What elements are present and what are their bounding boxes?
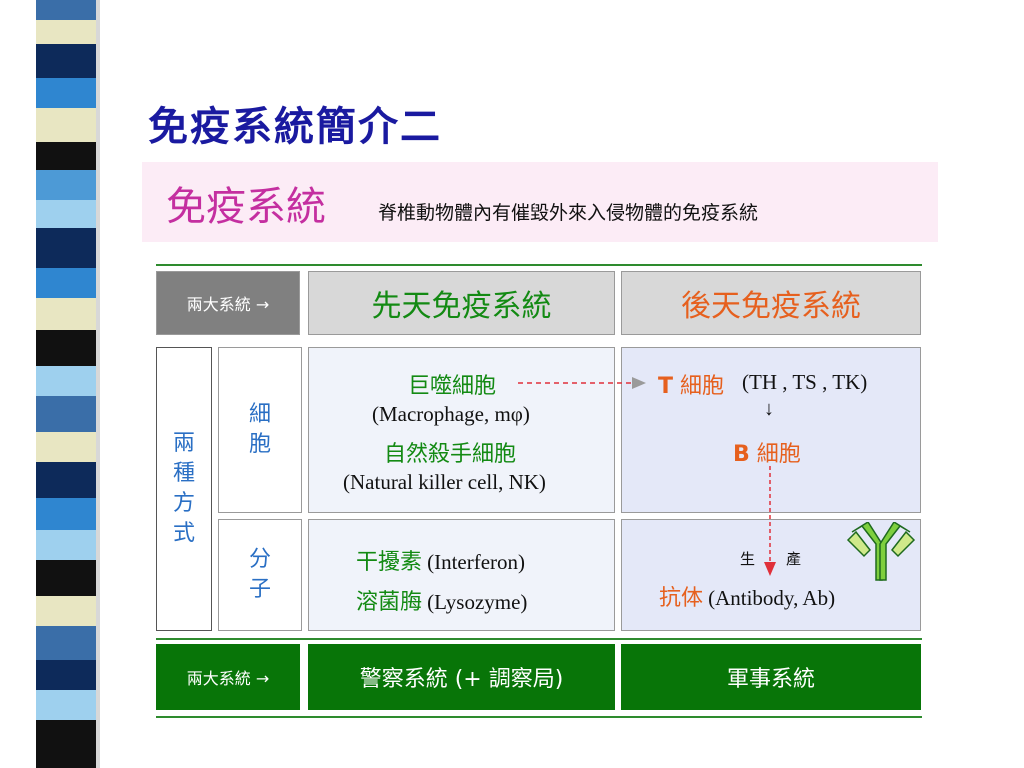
t-cell-label: 細胞	[680, 374, 725, 399]
produce-label-1: 生	[740, 550, 756, 568]
slide-title: 免疫系統簡介二	[148, 103, 442, 150]
molecule-label-char: 分	[248, 547, 271, 572]
b-cell-line: B 細胞	[733, 436, 801, 468]
b-cell-label: 細胞	[756, 442, 801, 467]
acquired-cells-cell	[621, 347, 921, 513]
cell-row-label: 細 胞	[218, 347, 302, 513]
divider-line	[156, 716, 922, 718]
molecule-row-label: 分 子	[218, 519, 302, 631]
stripe-shadow	[96, 0, 100, 768]
lysozyme-line: 溶菌脢 (Lysozyme)	[356, 584, 527, 616]
decorative-stripe-bar	[36, 0, 96, 768]
antibody-english: (Antibody, Ab)	[708, 586, 836, 610]
produce-arrow	[764, 466, 776, 576]
produce-label-2: 產	[786, 550, 802, 568]
divider-line	[156, 638, 922, 640]
macrophage-label: 巨噬細胞	[408, 374, 497, 399]
t-cell-line: T 細胞	[658, 368, 724, 400]
lysozyme-label: 溶菌脢	[356, 590, 423, 615]
nk-cell-english: (Natural killer cell, NK)	[343, 470, 546, 494]
side-label-char: 兩	[172, 431, 195, 456]
antibody-icon	[846, 522, 916, 581]
military-system-label: 軍事系統	[621, 644, 921, 710]
banner-description: 脊椎動物體內有催毀外來入侵物體的免疫系統	[378, 202, 759, 224]
lysozyme-english: (Lysozyme)	[427, 590, 528, 614]
dashed-arrow	[518, 377, 646, 389]
police-system-label: 警察系統 (+ 調察局)	[308, 644, 615, 710]
innate-cells-cell	[308, 347, 615, 513]
divider-line	[156, 264, 922, 266]
antibody-label: 抗体	[659, 586, 704, 611]
side-label-char: 種	[172, 461, 195, 486]
macrophage-english: (Macrophage, mφ)	[372, 402, 530, 426]
interferon-label: 干擾素	[356, 550, 423, 575]
molecule-label-char: 子	[248, 577, 271, 602]
definition-banner: 免疫系統 脊椎動物體內有催毀外來入侵物體的免疫系統	[142, 162, 938, 242]
side-label-char: 式	[172, 521, 195, 546]
t-cell-subtypes: (TH , TS , TK)	[742, 370, 868, 394]
footer-row-label: 兩大系統 →	[156, 644, 300, 710]
cell-label-char: 胞	[248, 432, 271, 457]
cell-label-char: 細	[248, 402, 271, 427]
acquired-system-header: 後天免疫系統	[621, 271, 921, 335]
interferon-line: 干擾素 (Interferon)	[356, 544, 525, 576]
side-label-char: 方	[172, 491, 195, 516]
antibody-line: 抗体 (Antibody, Ab)	[659, 580, 835, 612]
innate-molecules-cell	[308, 519, 615, 631]
two-methods-label: 兩 種 方 式	[156, 347, 212, 631]
interferon-english: (Interferon)	[427, 550, 526, 574]
header-row-label: 兩大系統 →	[156, 271, 300, 335]
b-letter: B	[733, 442, 750, 467]
innate-system-header: 先天免疫系統	[308, 271, 615, 335]
banner-term: 免疫系統	[166, 184, 326, 230]
down-arrow: ↓	[764, 398, 774, 420]
t-letter: T	[658, 374, 674, 399]
nk-cell-label: 自然殺手細胞	[384, 442, 517, 467]
